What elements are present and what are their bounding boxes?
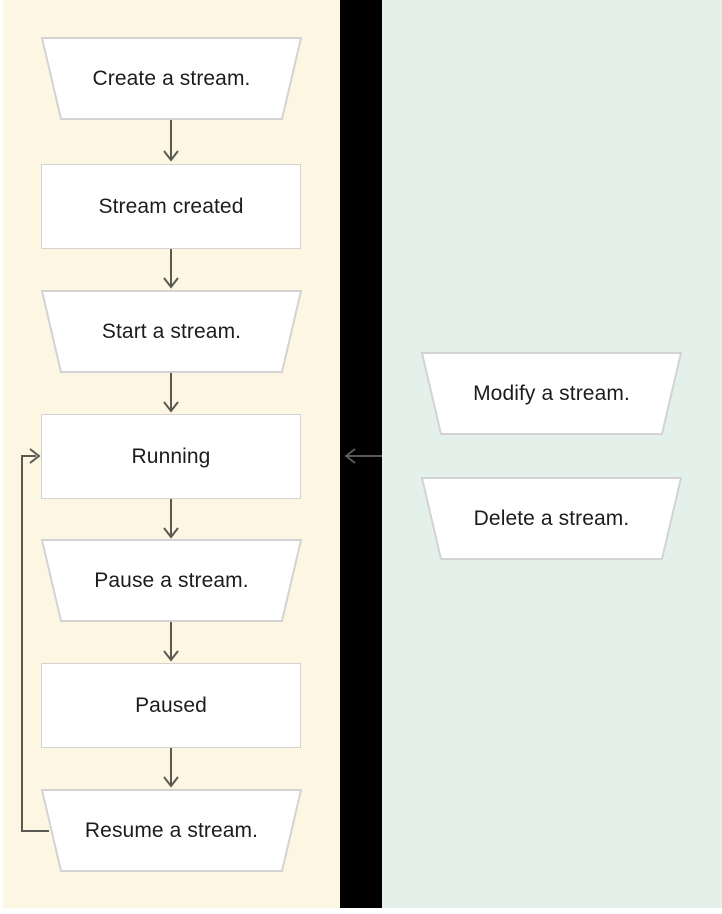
trapezoid-shape	[41, 539, 302, 622]
node-label: Pause a stream.	[94, 569, 249, 592]
node-label: Paused	[135, 694, 207, 717]
trapezoid-shape	[421, 477, 682, 560]
node-label: Running	[131, 445, 211, 468]
trapezoid-shape	[41, 37, 302, 120]
divider-panel	[340, 0, 382, 908]
node-resume-a-stream[interactable]: Resume a stream.	[41, 789, 302, 872]
node-stream-created[interactable]: Stream created	[41, 164, 301, 249]
node-start-a-stream[interactable]: Start a stream.	[41, 290, 302, 373]
node-paused[interactable]: Paused	[41, 663, 301, 748]
node-label: Stream created	[98, 195, 244, 218]
node-label: Delete a stream.	[473, 507, 630, 530]
node-label: Start a stream.	[101, 320, 242, 343]
node-delete-a-stream[interactable]: Delete a stream.	[421, 477, 682, 560]
trapezoid-shape	[41, 290, 302, 373]
node-label: Resume a stream.	[84, 819, 259, 842]
node-label: Create a stream.	[92, 67, 251, 90]
trapezoid-shape	[421, 352, 682, 435]
node-label: Modify a stream.	[473, 382, 630, 405]
operations-panel	[382, 0, 722, 908]
node-modify-a-stream[interactable]: Modify a stream.	[421, 352, 682, 435]
trapezoid-shape	[41, 789, 302, 872]
node-create-a-stream[interactable]: Create a stream.	[41, 37, 302, 120]
node-pause-a-stream[interactable]: Pause a stream.	[41, 539, 302, 622]
node-running[interactable]: Running	[41, 414, 301, 499]
